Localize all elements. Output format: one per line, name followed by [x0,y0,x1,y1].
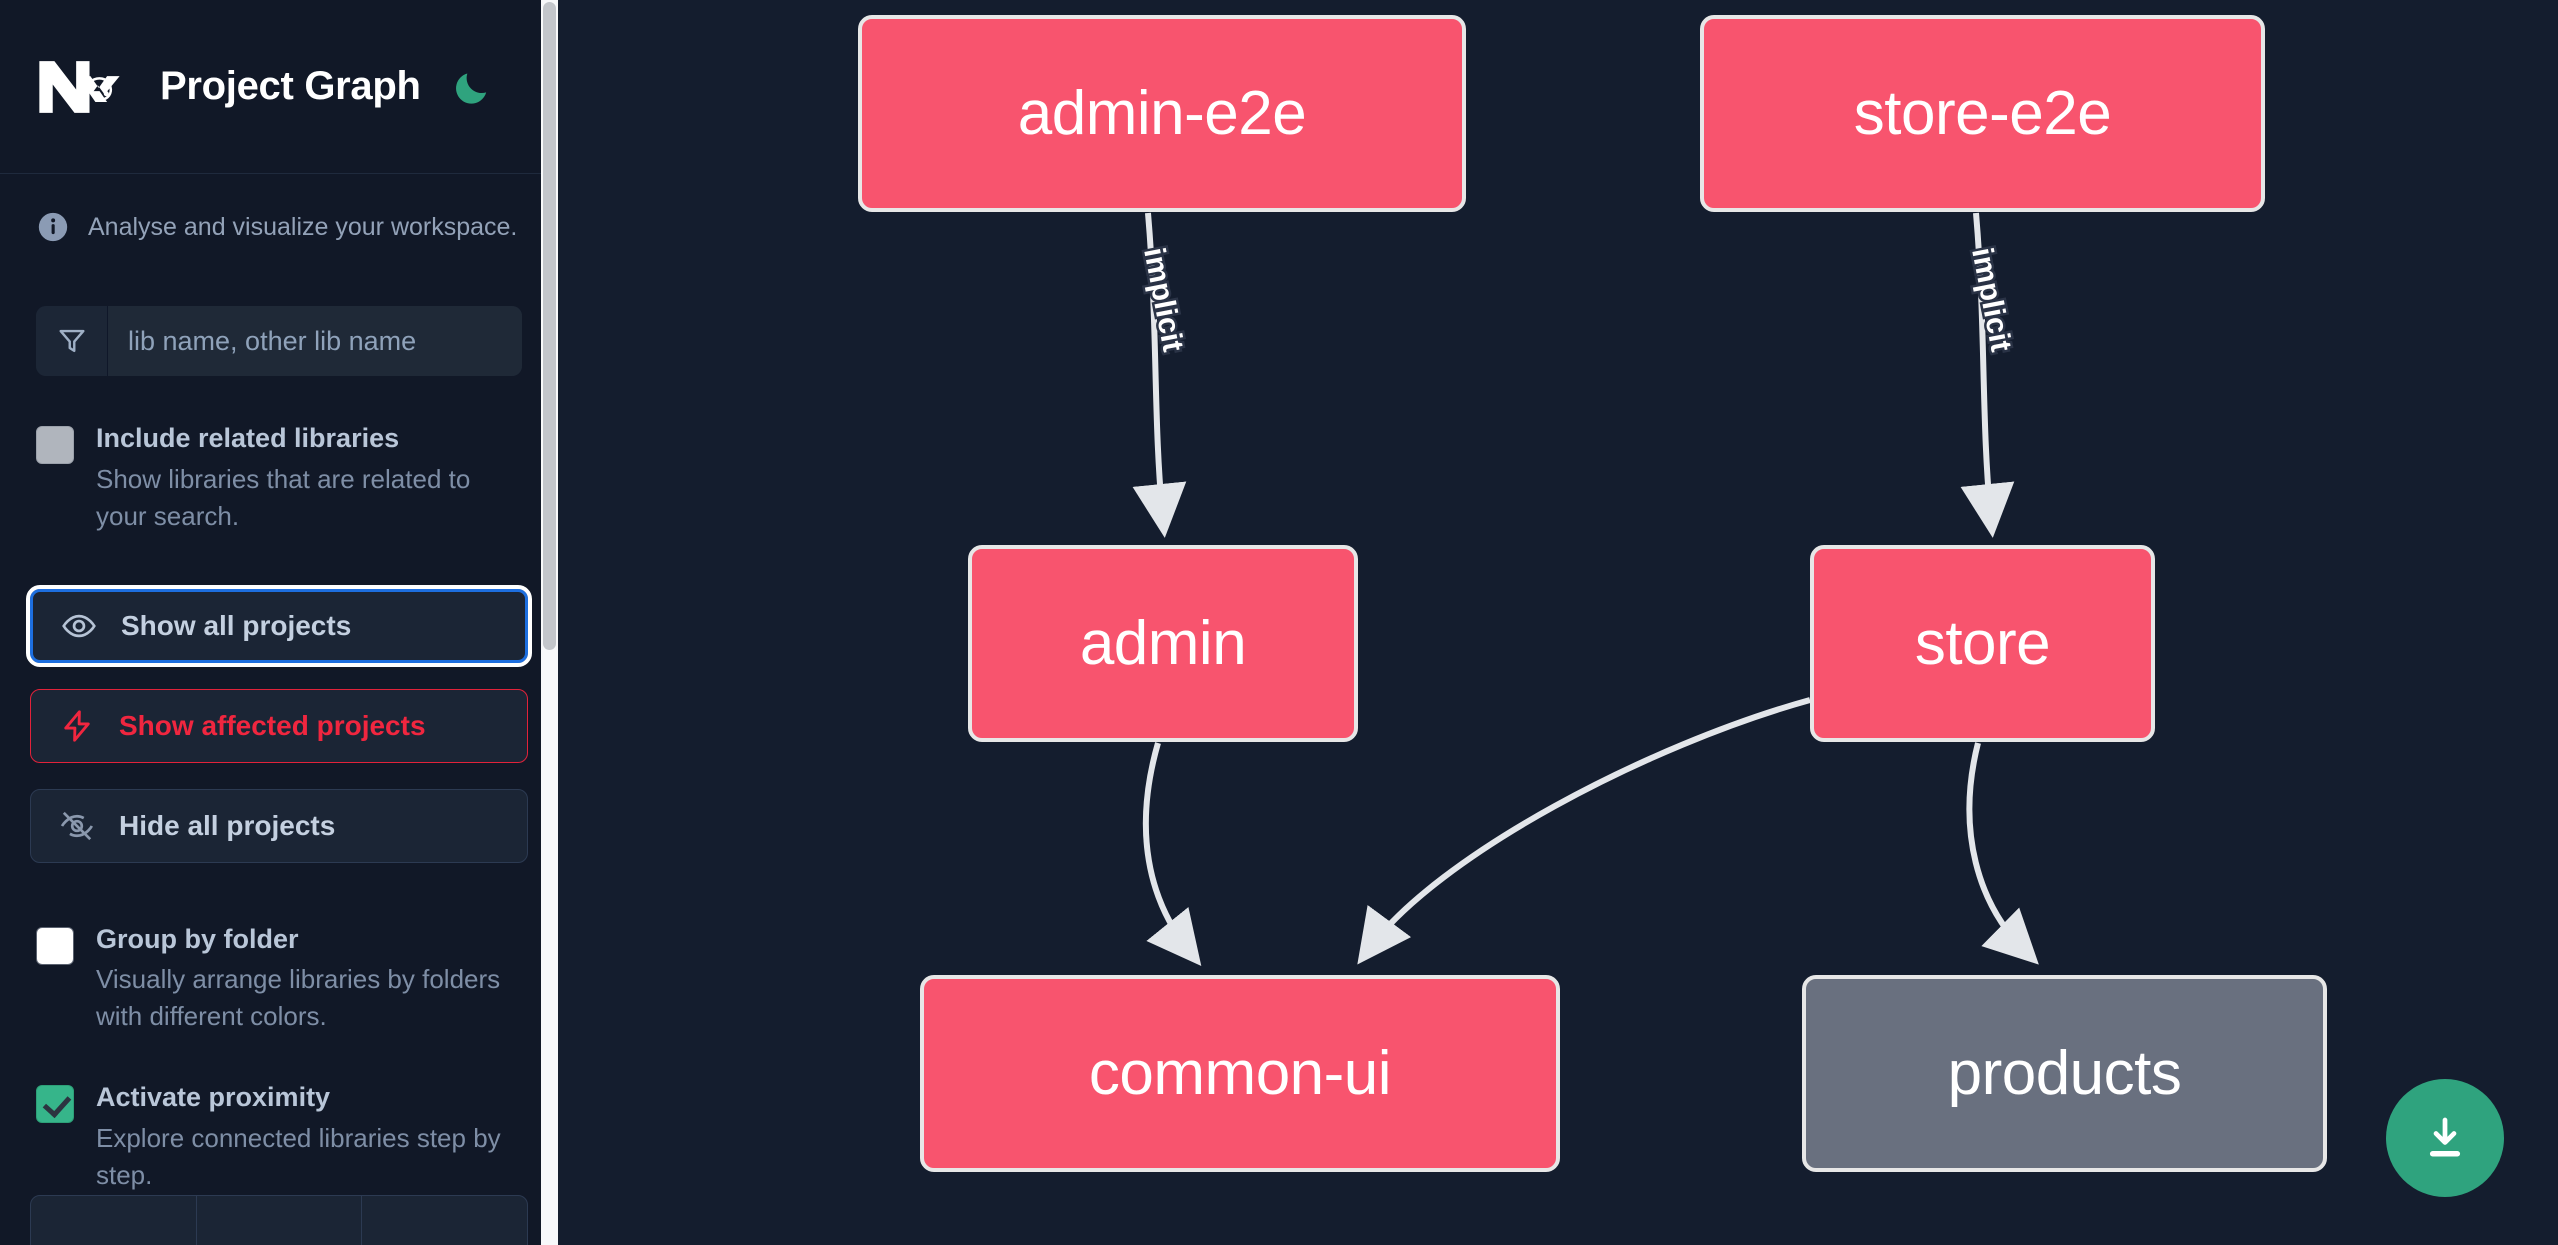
display-options-group: Group by folder Visually arrange librari… [0,923,558,1194]
graph-node-label: products [1947,1039,2182,1108]
sidebar-scrollbar-thumb[interactable] [543,2,556,650]
activate-proximity-label: Activate proximity [96,1082,331,1113]
sidebar-scrollbar[interactable] [541,0,558,1245]
graph-node-label: store [1914,609,2051,678]
group-by-folder-description: Visually arrange libraries by folders wi… [96,964,501,1032]
include-related-label: Include related libraries [96,423,400,453]
graph-node-admin[interactable]: admin [968,545,1358,742]
eye-icon [59,606,99,646]
page-title: Project Graph [160,64,421,108]
activate-proximity-checkbox[interactable] [36,1085,74,1124]
graph-node-label: admin [1079,609,1247,678]
stepper-segment-3[interactable] [362,1196,527,1245]
lightning-icon [57,706,97,746]
option-group-by-folder[interactable]: Group by folder Visually arrange librari… [0,923,558,1036]
edge-label-implicit-admin: implicit [1135,243,1192,357]
include-related-checkbox[interactable] [36,426,74,464]
download-icon [2429,1117,2461,1157]
edge-admin-common-ui [1142,742,1202,967]
eye-off-icon [57,806,97,846]
graph-node-label: admin-e2e [1017,79,1307,148]
projects-button-group: Show all projects Show affected projects [26,584,532,863]
graph-node-common-ui[interactable]: common-ui [920,975,1560,1172]
graph-node-label: store-e2e [1853,79,2112,148]
filter-icon [36,306,108,376]
hide-all-projects-button[interactable]: Hide all projects [30,788,528,863]
show-affected-projects-label: Show affected projects [119,709,426,741]
graph-node-store-e2e[interactable]: store-e2e [1700,15,2265,212]
edge-label-implicit-store: implicit [1963,243,2020,357]
edge-label-text: implicit [1965,245,2017,354]
graph-node-store[interactable]: store [1810,545,2155,742]
show-all-projects-label: Show all projects [121,609,352,641]
edge-admin-e2e-admin [1132,212,1187,538]
edge-store-common-ui [1357,697,1811,965]
info-icon [36,210,70,244]
show-all-projects-button[interactable]: Show all projects [26,584,532,667]
stepper-segment-2[interactable] [197,1196,363,1245]
moon-icon[interactable] [449,64,495,110]
tagline-row: Analyse and visualize your workspace. [0,174,558,244]
group-by-folder-checkbox[interactable] [36,926,74,965]
include-related-description: Show libraries that are related to your … [96,463,471,531]
sidebar-header: Project Graph [0,0,558,174]
graph-edges: implicit implicit [1132,212,2039,967]
show-affected-projects-button[interactable]: Show affected projects [30,688,528,763]
stepper-segment-1[interactable] [31,1196,197,1245]
option-include-related-libraries[interactable]: Include related libraries Show libraries… [0,422,558,535]
edge-store-e2e-store [1960,212,2015,538]
edge-label-text: implicit [1137,245,1189,354]
nx-logo-icon [36,55,128,119]
sidebar: Project Graph Analyse and visualize your… [0,0,558,1245]
download-graph-button[interactable] [2386,1079,2504,1197]
search-input[interactable] [108,306,522,376]
search-bar[interactable] [36,306,522,376]
graph-node-admin-e2e[interactable]: admin-e2e [858,15,1466,212]
graph-node-products[interactable]: products [1802,975,2327,1172]
edge-store-products [1966,742,2039,965]
graph-node-label: common-ui [1088,1039,1392,1108]
activate-proximity-description: Explore connected libraries step by step… [96,1122,501,1190]
option-activate-proximity[interactable]: Activate proximity Explore connected lib… [0,1081,558,1194]
graph-canvas[interactable]: implicit implicit admin-e2e store-e2e ad… [558,0,2558,1245]
hide-all-projects-label: Hide all projects [119,809,336,841]
group-by-folder-label: Group by folder [96,923,299,954]
tagline-text: Analyse and visualize your workspace. [88,212,518,241]
proximity-stepper-control[interactable] [30,1195,528,1245]
